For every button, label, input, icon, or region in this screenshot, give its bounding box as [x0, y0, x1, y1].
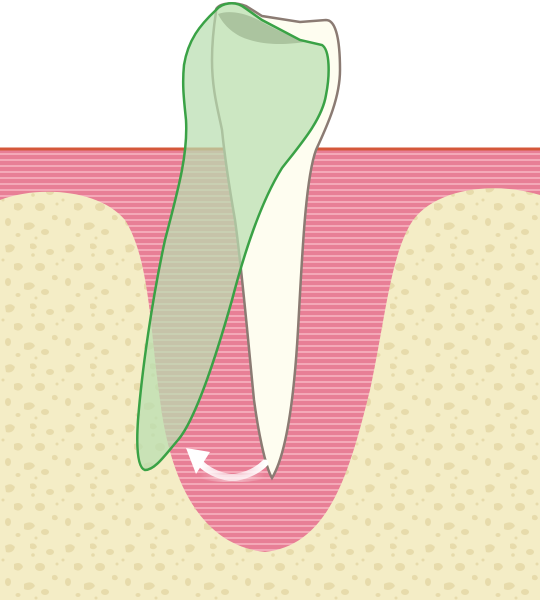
jaw-bone — [0, 188, 540, 600]
tilted-tooth-body — [136, 2, 330, 472]
tilted-tooth — [136, 2, 330, 472]
curved-arrow-icon — [186, 448, 269, 482]
